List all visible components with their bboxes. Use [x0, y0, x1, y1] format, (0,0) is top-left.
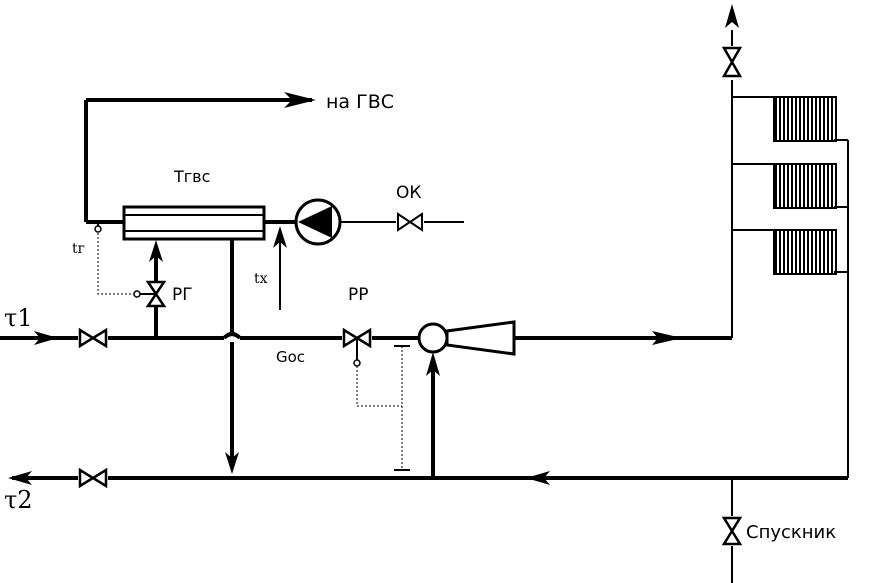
dhw-arrow-icon [284, 92, 316, 108]
supply-pipe [0, 332, 418, 340]
drain-valve-icon [721, 516, 743, 546]
riser-valve-icon [721, 46, 743, 78]
label-temp-cold: tх [254, 271, 268, 287]
pump-icon [294, 198, 342, 246]
radiator-branches [732, 96, 849, 478]
radiator-3 [773, 229, 837, 275]
label-drain: Спускник [746, 522, 836, 543]
radiator-1 [773, 96, 837, 142]
return-valve-icon [78, 467, 108, 489]
label-heat-exchanger: Tгвс [173, 167, 210, 186]
label-flow-rate: Goc [276, 348, 305, 366]
mixing-arrow-icon [426, 352, 440, 376]
label-regulator-hot: РГ [172, 285, 193, 305]
supply-valve-icon [78, 327, 108, 349]
heat-exchanger [122, 205, 266, 241]
rg-valve-icon [133, 280, 167, 308]
radiator-frame [773, 163, 837, 209]
exchanger-feed-arrow-icon [149, 240, 163, 262]
radiator-frame [773, 229, 837, 275]
cold-inlet-arrow-icon [273, 226, 287, 248]
elevator-icon [417, 320, 516, 356]
return-arrow-icon [8, 471, 550, 485]
riser-top-arrow-icon [725, 4, 739, 28]
radiator-2 [773, 163, 837, 209]
label-check-valve: ОК [396, 183, 421, 203]
building-supply-arrow-icon [652, 331, 682, 345]
label-hot-water-out: на ГВС [326, 91, 394, 113]
exchanger-return-arrow-icon [225, 452, 239, 474]
label-return: τ2 [4, 486, 33, 514]
dhw-outlet-pipe [84, 98, 312, 224]
temp-sensor-icon [94, 222, 102, 233]
rr-valve-icon [342, 327, 372, 367]
rr-impulse-line [356, 345, 410, 471]
check-valve-icon [397, 212, 423, 232]
label-regulator-flow: РР [348, 285, 369, 305]
radiator-frame [773, 96, 837, 142]
label-temp-hot: tг [72, 241, 85, 257]
rg-impulse-line [97, 233, 134, 295]
label-supply: τ1 [4, 304, 33, 332]
supply-arrow-icon [34, 331, 58, 345]
